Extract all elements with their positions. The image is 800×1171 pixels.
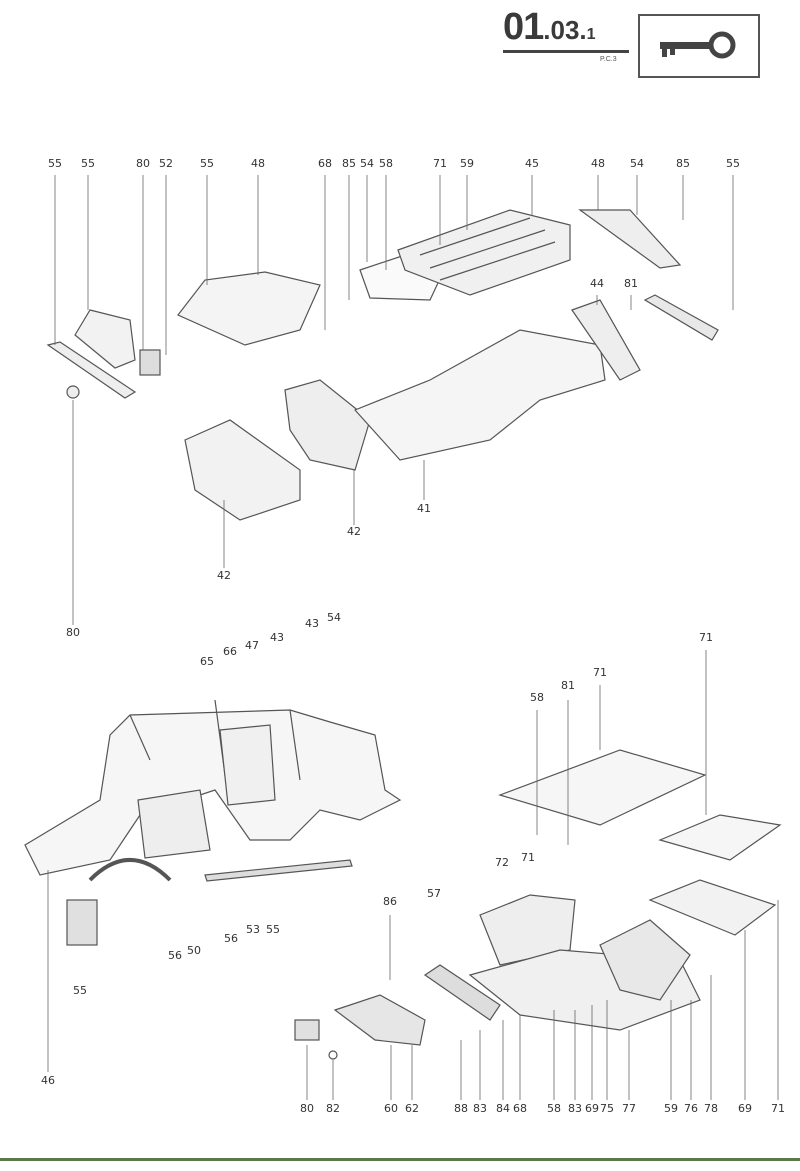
part-callout: 54 <box>327 611 341 624</box>
part-callout: 71 <box>521 851 535 864</box>
page-code: P.C.3 <box>600 56 617 63</box>
part-callout: 71 <box>433 157 447 170</box>
grommet <box>66 385 80 399</box>
part-callout: 66 <box>223 645 237 658</box>
leader-lines <box>47 175 779 1100</box>
part-callout: 83 <box>473 1102 487 1115</box>
part-callout: 85 <box>342 157 356 170</box>
part-callout: 86 <box>383 895 397 908</box>
part-callout: 53 <box>246 923 260 936</box>
part-callout: 56 <box>168 949 182 962</box>
part-callout: 58 <box>547 1102 561 1115</box>
body-side <box>24 699 402 876</box>
rear-window-seal <box>578 209 682 269</box>
section-code: 01.03.1 <box>503 6 596 49</box>
part-callout: 68 <box>513 1102 527 1115</box>
part-callout: 58 <box>379 157 393 170</box>
part-callout: 71 <box>699 631 713 644</box>
section-major: 01 <box>503 6 544 48</box>
floor-pan <box>353 329 606 461</box>
part-callout: 82 <box>326 1102 340 1115</box>
rear-side-member <box>571 299 641 381</box>
part-callout: 42 <box>347 525 361 538</box>
part-callout: 77 <box>622 1102 636 1115</box>
part-callout: 69 <box>738 1102 752 1115</box>
part-callout: 80 <box>300 1102 314 1115</box>
part-callout: 56 <box>224 932 238 945</box>
part-callout: 80 <box>66 626 80 639</box>
bulkhead <box>284 379 371 471</box>
part-callout: 88 <box>454 1102 468 1115</box>
part-callout: 59 <box>460 157 474 170</box>
part-callout: 55 <box>266 923 280 936</box>
section-minor: .03. <box>543 15 587 45</box>
boot-floor-mat <box>648 814 782 936</box>
part-callout: 80 <box>136 157 150 170</box>
part-callout: 65 <box>200 655 214 668</box>
part-callout: 76 <box>684 1102 698 1115</box>
front-subframe <box>184 419 301 521</box>
part-callout: 75 <box>600 1102 614 1115</box>
part-callout: 44 <box>590 277 604 290</box>
part-callout: 72 <box>495 856 509 869</box>
bracket <box>139 349 161 376</box>
bonnet <box>177 271 321 346</box>
sill <box>204 859 353 882</box>
part-callout: 81 <box>561 679 575 692</box>
part-callout: 55 <box>48 157 62 170</box>
part-callout: 55 <box>73 984 87 997</box>
part-callout: 71 <box>593 666 607 679</box>
key-icon <box>660 31 736 59</box>
part-callout: 55 <box>726 157 740 170</box>
part-callout: 41 <box>417 502 431 515</box>
rear-seat <box>599 919 691 1001</box>
part-callout: 55 <box>200 157 214 170</box>
part-callout: 43 <box>305 617 319 630</box>
section-underline <box>503 50 629 53</box>
key-icon-box <box>638 14 760 78</box>
dashboard <box>423 964 501 1021</box>
part-callout: 62 <box>405 1102 419 1115</box>
section-sub: 1 <box>586 26 596 43</box>
headlining <box>498 749 707 826</box>
part-callout: 60 <box>384 1102 398 1115</box>
part-callout: 69 <box>585 1102 599 1115</box>
part-callout: 46 <box>41 1074 55 1087</box>
door-trim <box>479 894 576 966</box>
part-callout: 81 <box>624 277 638 290</box>
footer-rule <box>0 1158 800 1161</box>
part-callout: 48 <box>591 157 605 170</box>
part-callout: 54 <box>360 157 374 170</box>
part-callout: 55 <box>81 157 95 170</box>
part-callout: 48 <box>251 157 265 170</box>
part-callout: 58 <box>530 691 544 704</box>
mudflap <box>66 899 98 946</box>
part-callout: 68 <box>318 157 332 170</box>
wheel-arch <box>88 858 172 882</box>
part-callout: 47 <box>245 639 259 652</box>
part-callout: 50 <box>187 944 201 957</box>
radiator-panel <box>74 309 136 369</box>
part-callout: 54 <box>630 157 644 170</box>
roof-panel <box>397 209 571 296</box>
part-callout: 83 <box>568 1102 582 1115</box>
part-callout: 43 <box>270 631 284 644</box>
part-callout: 84 <box>496 1102 510 1115</box>
glovebox <box>294 1019 338 1060</box>
part-callout: 59 <box>664 1102 678 1115</box>
part-callout: 78 <box>704 1102 718 1115</box>
part-callout: 71 <box>771 1102 785 1115</box>
rear-panel <box>643 294 719 341</box>
part-callout: 57 <box>427 887 441 900</box>
part-callout: 42 <box>217 569 231 582</box>
centre-console <box>333 994 426 1046</box>
front-crossmember <box>46 341 137 399</box>
part-callout: 85 <box>676 157 690 170</box>
part-callout: 45 <box>525 157 539 170</box>
part-callout: 52 <box>159 157 173 170</box>
